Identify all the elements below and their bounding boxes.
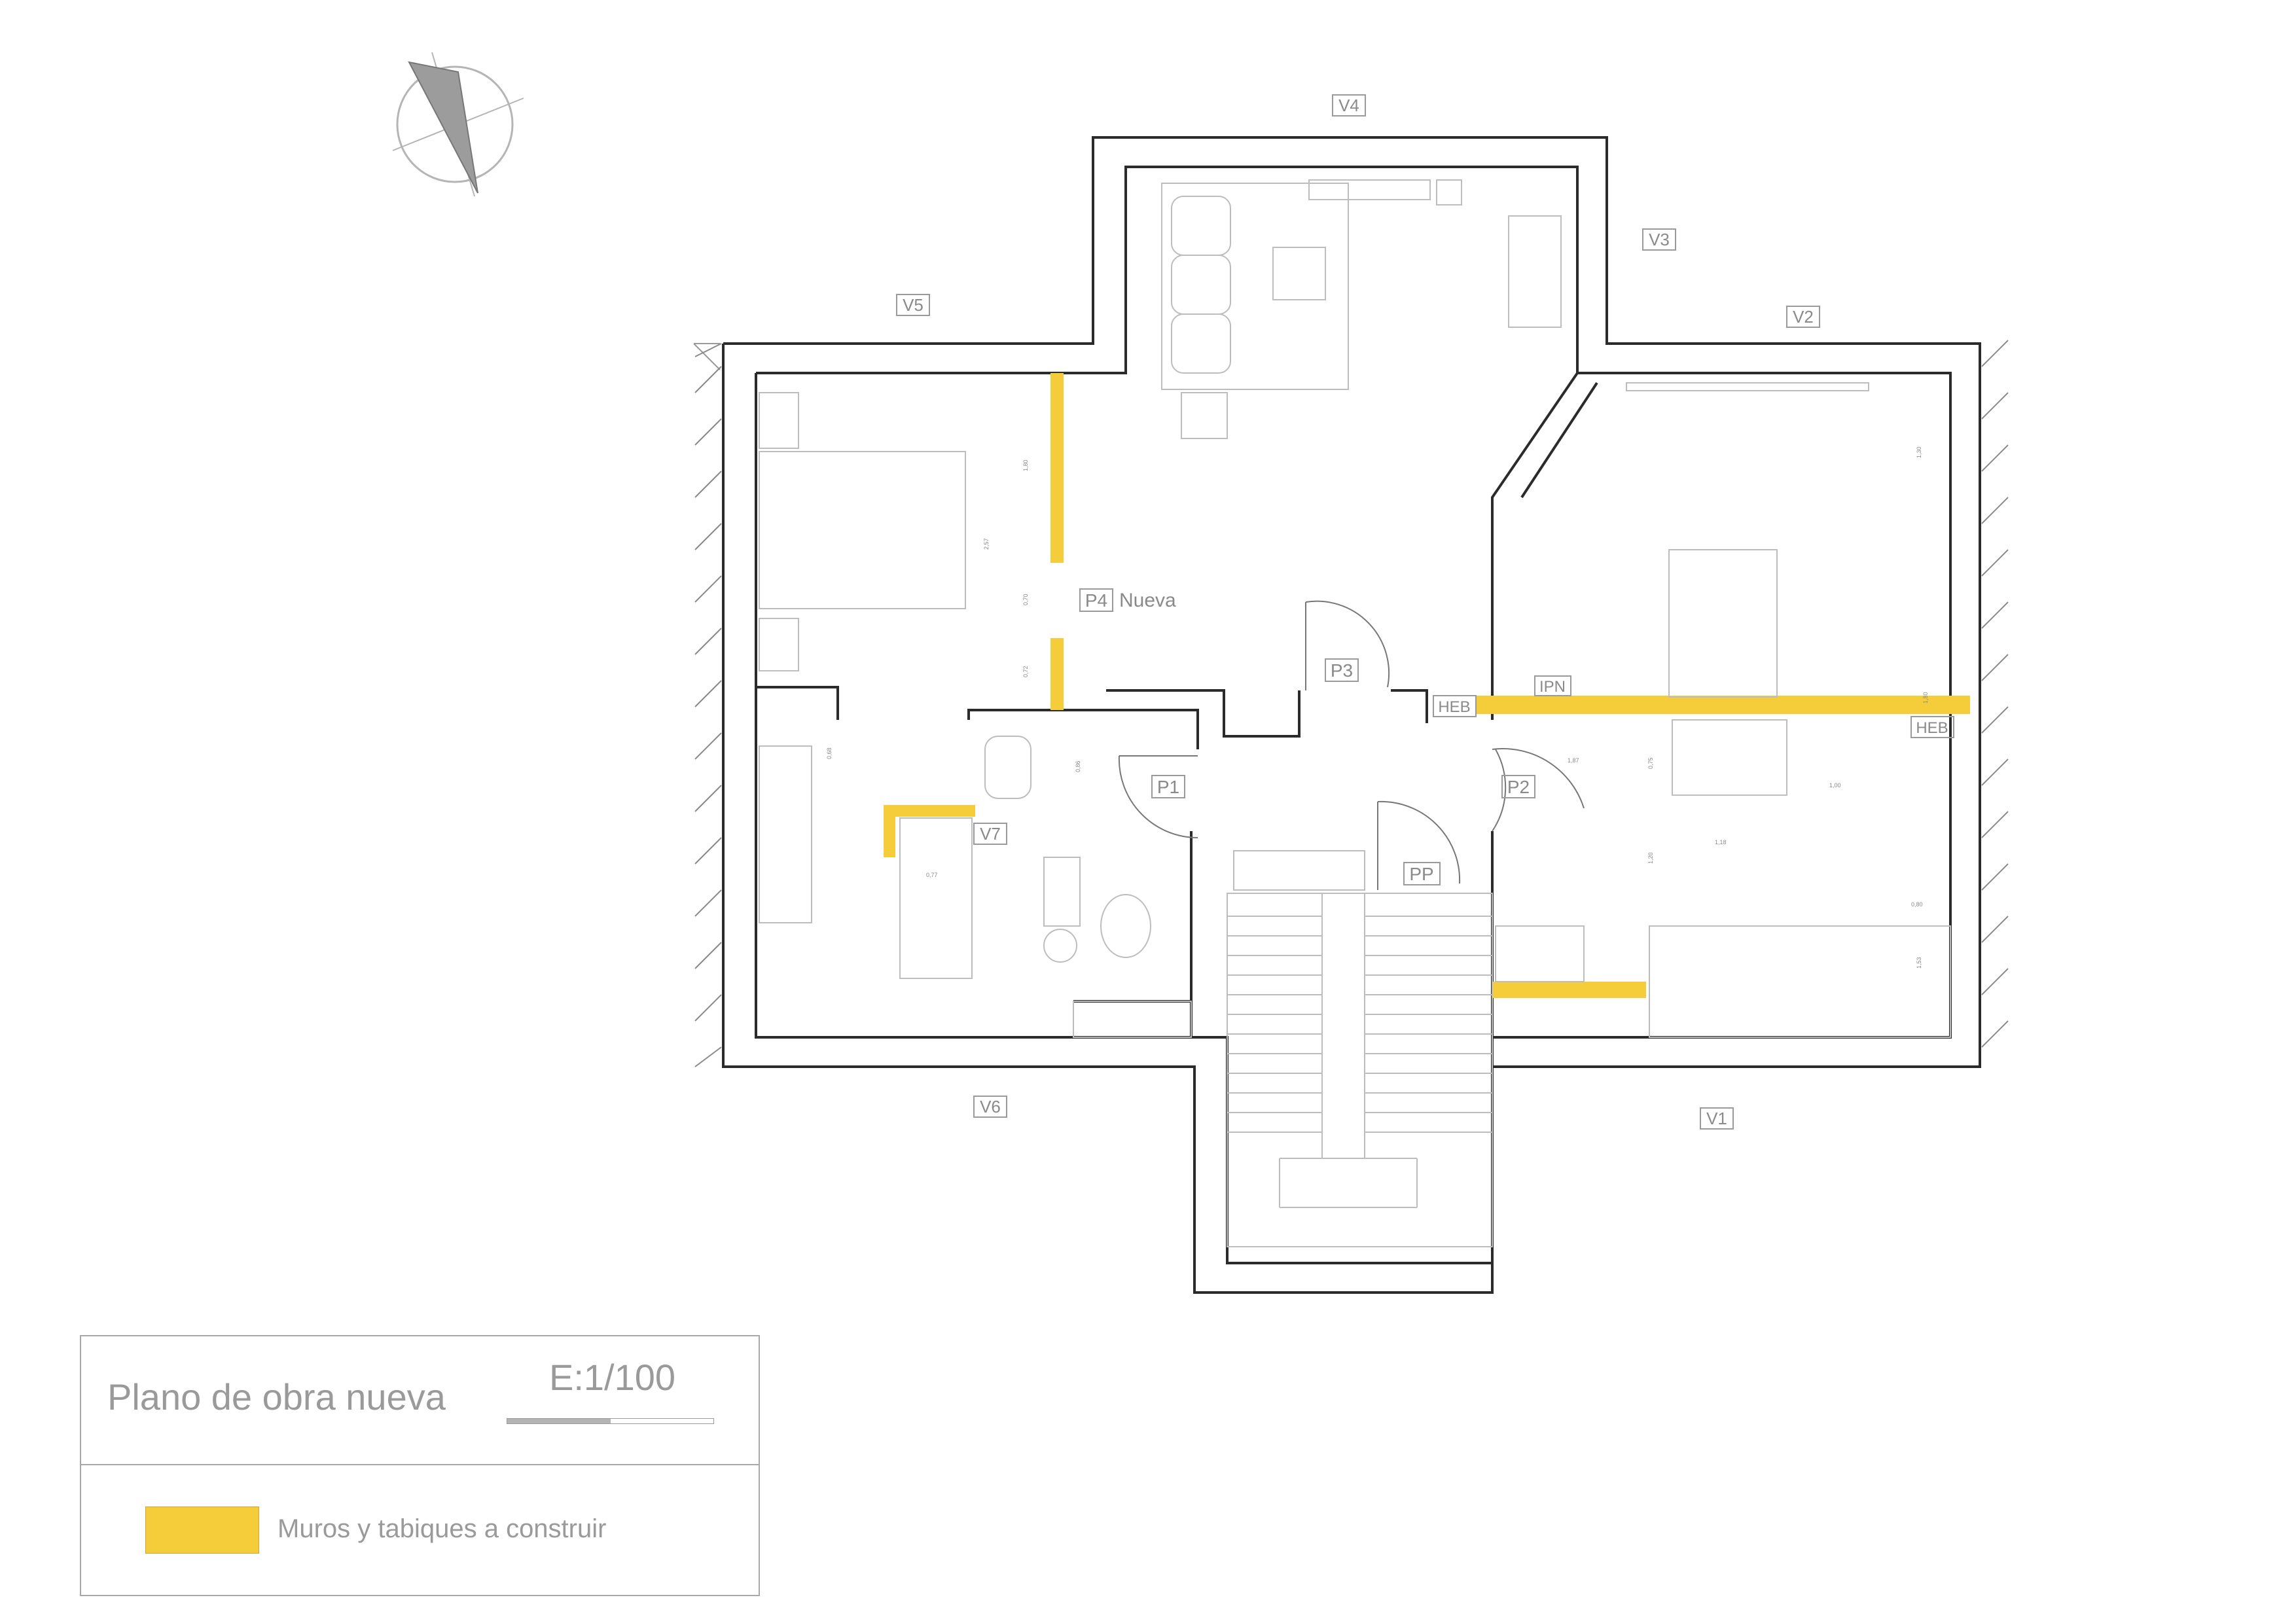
legend-label: Muros y tabiques a construir	[278, 1514, 607, 1543]
plan-title: Plano de obra nueva	[107, 1376, 446, 1418]
door-arcs	[1118, 600, 1585, 890]
svg-text:2,57: 2,57	[983, 538, 990, 550]
svg-text:1,00: 1,00	[1829, 782, 1841, 789]
legend-swatch	[145, 1507, 259, 1554]
door-p2: P2	[1507, 777, 1530, 797]
door-p1: P1	[1157, 777, 1179, 797]
dimensions: 1,80 0,70 0,72 0,68 0,86 0,77 1,87 0,75 …	[826, 446, 1929, 969]
window-v4: V4	[1338, 96, 1359, 115]
door-p3: P3	[1331, 660, 1353, 681]
window-v5: V5	[903, 295, 924, 315]
stairs	[1227, 893, 1493, 1247]
svg-text:1,20: 1,20	[1647, 852, 1654, 864]
door-pp: PP	[1409, 864, 1433, 884]
svg-text:1,87: 1,87	[1568, 757, 1579, 764]
title-block: Plano de obra nueva E:1/100 Muros y tabi…	[80, 1335, 760, 1596]
scale-bar-fill	[507, 1419, 611, 1423]
svg-text:1,80: 1,80	[1022, 459, 1029, 471]
svg-text:1,80: 1,80	[1922, 692, 1929, 704]
furniture	[759, 179, 1951, 1038]
svg-text:0,86: 0,86	[1075, 760, 1081, 772]
hatch-left	[693, 343, 721, 370]
title-divider	[81, 1464, 759, 1465]
svg-text:0,77: 0,77	[926, 872, 938, 878]
window-v1: V1	[1706, 1109, 1727, 1128]
svg-text:0,70: 0,70	[1022, 594, 1029, 605]
interior-walls	[756, 372, 1598, 1037]
svg-text:1,30: 1,30	[1916, 446, 1922, 458]
p4-note: Nueva	[1119, 590, 1176, 611]
svg-text:0,80: 0,80	[1911, 901, 1923, 908]
new-walls	[884, 373, 1970, 998]
window-labels: V4 V3 V2 V5 V6 V1 V7	[896, 94, 1820, 1130]
hatch-marks	[694, 340, 2009, 1067]
window-v3: V3	[1649, 230, 1670, 249]
window-v6: V6	[980, 1097, 1001, 1116]
door-p4: P4	[1085, 590, 1107, 611]
beam-ipn: IPN	[1539, 678, 1566, 696]
north-arrow-icon	[392, 52, 524, 197]
svg-text:1,53: 1,53	[1916, 957, 1922, 969]
svg-text:0,72: 0,72	[1022, 666, 1029, 677]
beam-heb-right: HEB	[1916, 719, 1948, 737]
svg-text:0,75: 0,75	[1647, 757, 1654, 769]
window-v2: V2	[1793, 307, 1814, 327]
plan-scale: E:1/100	[549, 1357, 676, 1398]
svg-text:1,18: 1,18	[1715, 839, 1727, 846]
door-labels: P1 P2 P3 P4 Nueva PP	[1079, 588, 1535, 885]
window-v7: V7	[980, 824, 1001, 844]
beam-labels: HEB IPN HEB	[1433, 675, 1954, 738]
beam-heb-left: HEB	[1438, 698, 1470, 716]
svg-text:0,68: 0,68	[826, 747, 833, 759]
scale-bar	[507, 1418, 714, 1424]
